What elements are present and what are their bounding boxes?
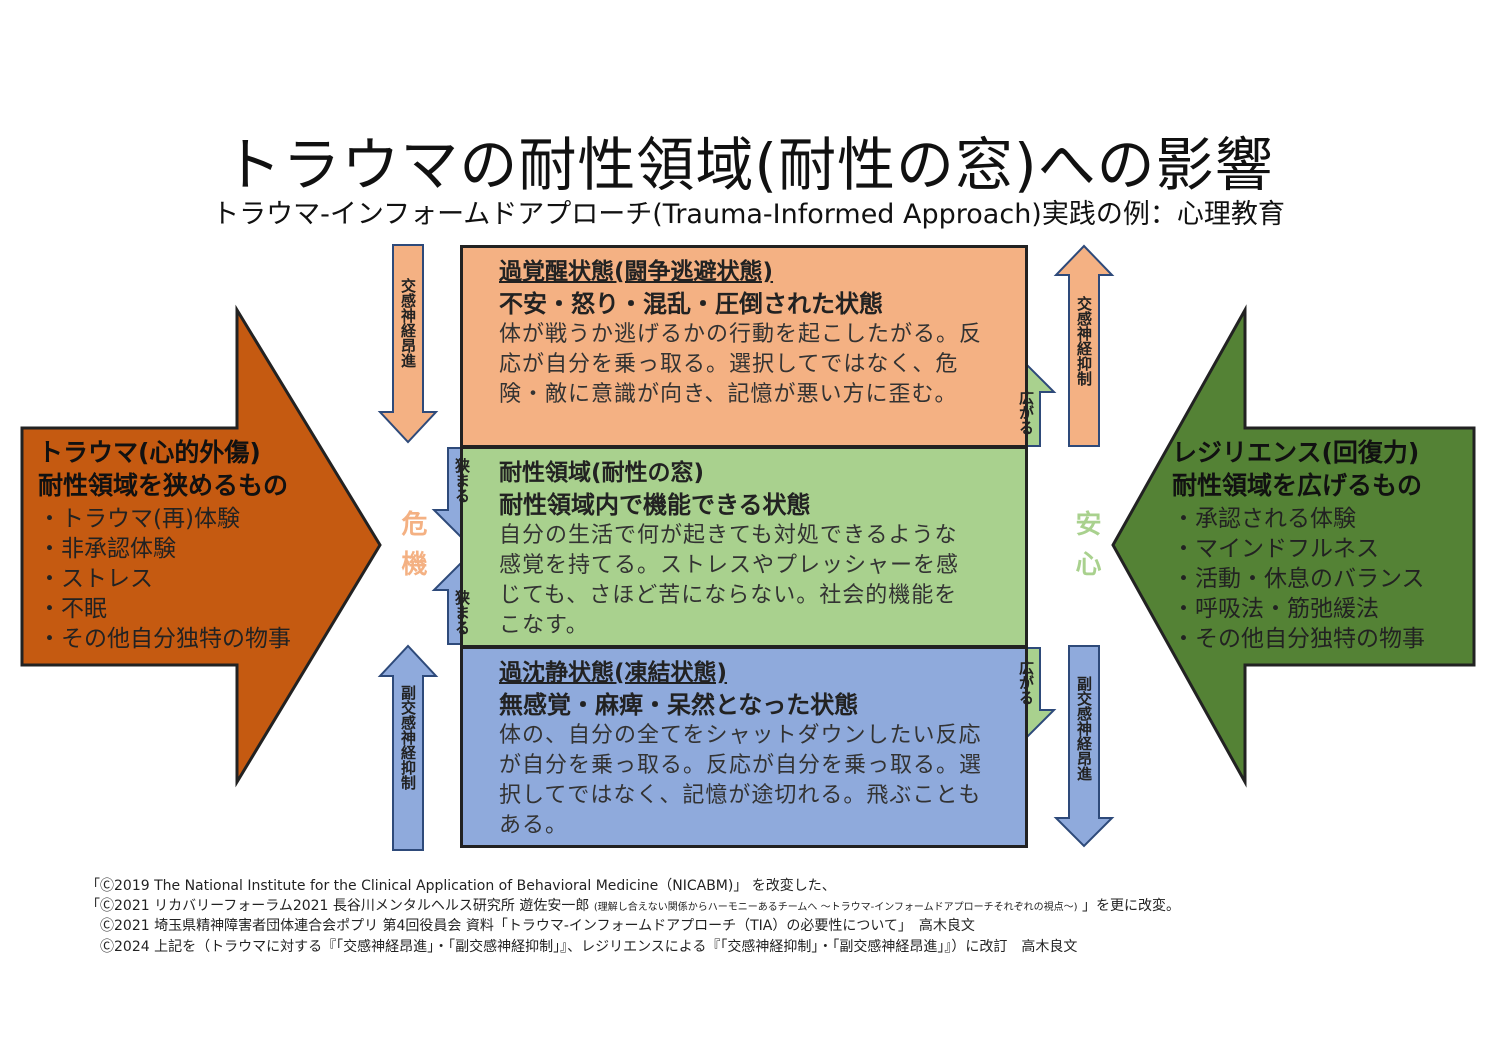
hyper-title: 過覚醒状態(闘争逃避状態): [499, 259, 774, 285]
trauma-item: ・トラウマ(再)体験: [38, 506, 240, 532]
trauma-item: ・不眠: [38, 596, 107, 622]
label-sympathetic-down-right: 交感神経抑制: [1075, 296, 1093, 386]
label-narrow-up: 狭まる: [453, 590, 471, 635]
window-body: 自分の生活で何が起きても対処できるような感覚を持てる。ストレスやプレッシャーを感…: [499, 523, 960, 638]
resilience-big-arrow: [1111, 304, 1476, 788]
footer-line-2-end: 」を更に改変。: [1081, 898, 1180, 914]
resilience-item: ・マインドフルネス: [1172, 536, 1379, 562]
sympathetic-down-arrow-right: [1053, 244, 1115, 447]
label-parasympathetic-up-right: 副交感神経昂進: [1075, 676, 1093, 781]
sympathetic-up-arrow-left: [377, 244, 439, 444]
footer-line-2: 「Ⓒ2021 リカバリーフォーラム2021 長谷川メンタルヘルス研究所 遊佐安一…: [86, 896, 1180, 918]
label-widen-up: 広がる: [1017, 390, 1035, 435]
hypo-body: 体の、自分の全てをシャットダウンしたい反応が自分を乗っ取る。反応が自分を乗っ取る…: [499, 723, 983, 838]
trauma-title: トラウマ(心的外傷): [38, 438, 261, 467]
label-widen-down: 広がる: [1017, 660, 1035, 705]
trauma-item: ・ストレス: [38, 566, 153, 592]
window-subtitle: 耐性領域内で機能できる状態: [499, 491, 811, 519]
trauma-panel: トラウマ(心的外傷) 耐性領域を狭めるもの ・トラウマ(再)体験 ・非承認体験 …: [38, 436, 338, 654]
resilience-item: ・呼吸法・筋弛緩法: [1172, 596, 1379, 622]
hyper-body: 体が戦うか逃げるかの行動を起こしたがる。反応が自分を乗っ取る。選択してではなく、…: [499, 322, 983, 407]
resilience-item: ・その他自分独特の物事: [1172, 626, 1425, 652]
hypo-subtitle: 無感覚・麻痺・呆然となった状態: [499, 691, 859, 719]
hyperarousal-box: 過覚醒状態(闘争逃避状態) 不安・怒り・混乱・圧倒された状態 体が戦うか逃げるか…: [460, 245, 1028, 448]
label-parasympathetic-down-left: 副交感神経抑制: [399, 685, 417, 790]
label-narrow-down: 狭まる: [453, 458, 471, 503]
resilience-item: ・承認される体験: [1172, 506, 1356, 532]
hypoarousal-box: 過沈静状態(凍結状態) 無感覚・麻痺・呆然となった状態 体の、自分の全てをシャッ…: [460, 646, 1028, 848]
resilience-item: ・活動・休息のバランス: [1172, 566, 1425, 592]
footer-line-3: Ⓒ2021 埼玉県精神障害者団体連合会ポプリ 第4回役員会 資料「トラウマ-イン…: [100, 918, 975, 934]
hyper-subtitle: 不安・怒り・混乱・圧倒された状態: [499, 290, 883, 318]
footer-line-1: 「Ⓒ2019 The National Institute for the Cl…: [86, 878, 836, 894]
resilience-subtitle: 耐性領域を広げるもの: [1172, 471, 1423, 500]
trauma-item: ・非承認体験: [38, 536, 176, 562]
trauma-item: ・その他自分独特の物事: [38, 626, 291, 652]
page-title: トラウマの耐性領域(耐性の窓)への影響: [223, 131, 1274, 199]
window-title: 耐性領域(耐性の窓): [499, 460, 705, 486]
danger-label: 危機: [397, 510, 427, 590]
parasympathetic-up-arrow-right: [1053, 645, 1115, 848]
parasympathetic-down-arrow-left: [377, 644, 439, 851]
footer-line-2-small: (理解し合えない関係からハーモニーあるチームへ ～トラウマ-インフォームドアプロ…: [593, 902, 1078, 913]
resilience-title: レジリエンス(回復力): [1172, 438, 1420, 467]
resilience-panel: レジリエンス(回復力) 耐性領域を広げるもの ・承認される体験 ・マインドフルネ…: [1172, 436, 1462, 654]
page-subtitle: トラウマ-インフォームドアプローチ(Trauma-Informed Approa…: [212, 199, 1285, 230]
trauma-subtitle: 耐性領域を狭めるもの: [38, 471, 289, 500]
label-sympathetic-up-left: 交感神経昂進: [399, 278, 417, 368]
trauma-big-arrow: [20, 304, 382, 788]
footer-line-4: Ⓒ2024 上記を（トラウマに対する『「交感神経昂進」・「副交感神経抑制」』、レ…: [100, 939, 1078, 955]
hypo-title: 過沈静状態(凍結状態): [499, 660, 728, 686]
safe-label: 安心: [1071, 510, 1101, 590]
window-of-tolerance-box: 耐性領域(耐性の窓) 耐性領域内で機能できる状態 自分の生活で何が起きても対処で…: [460, 446, 1028, 648]
footer-line-2-main: 「Ⓒ2021 リカバリーフォーラム2021 長谷川メンタルヘルス研究所 遊佐安一…: [86, 898, 590, 914]
